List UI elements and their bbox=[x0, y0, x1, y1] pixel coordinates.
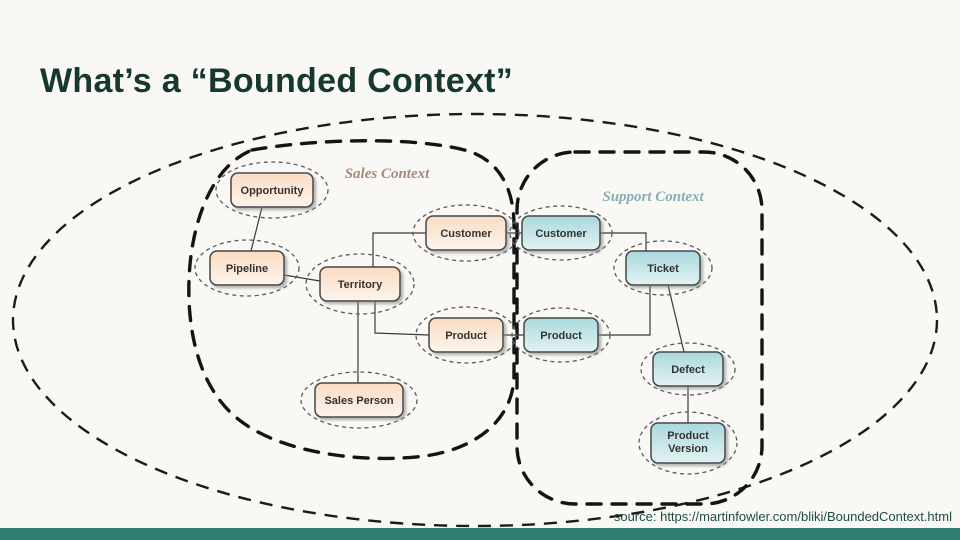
conn-ticket-defect bbox=[667, 284, 685, 353]
entity-halo bbox=[509, 205, 613, 261]
entity-box bbox=[319, 266, 401, 302]
entity-box bbox=[625, 250, 701, 286]
entity-label-line2: Version bbox=[668, 443, 708, 455]
entity-halo bbox=[511, 307, 611, 363]
entity-opportunity: Opportunity bbox=[215, 161, 329, 219]
entity-customer-sales: Customer bbox=[412, 204, 520, 262]
entity-product-sales: Product bbox=[415, 306, 517, 364]
entity-halo bbox=[300, 371, 418, 429]
entity-label: Product bbox=[540, 330, 582, 342]
conn-opportunity-pipeline bbox=[250, 206, 263, 252]
conn-territory-product bbox=[374, 301, 430, 336]
support-context-boundary bbox=[515, 150, 764, 506]
entity-product-support: Product bbox=[511, 307, 611, 363]
entity-halo bbox=[613, 240, 713, 296]
entity-label: Ticket bbox=[647, 263, 679, 275]
slide-title: What’s a “Bounded Context” bbox=[40, 62, 514, 100]
entity-label: Product bbox=[445, 330, 487, 342]
entity-halo bbox=[305, 253, 415, 315]
entity-box bbox=[652, 351, 724, 387]
entity-halo bbox=[194, 239, 300, 297]
support-context-label: Support Context bbox=[602, 189, 704, 205]
entity-label: Defect bbox=[671, 364, 705, 376]
entity-label: Pipeline bbox=[226, 263, 268, 275]
conn-territory-customer bbox=[372, 232, 426, 267]
entity-territory: Territory bbox=[305, 253, 415, 315]
entity-customer-support: Customer bbox=[509, 205, 613, 261]
entity-box bbox=[230, 172, 314, 208]
entity-label: Customer bbox=[535, 228, 587, 240]
entity-label-line1: Product bbox=[667, 430, 709, 442]
entity-halo bbox=[640, 342, 736, 396]
entity-halo bbox=[412, 204, 520, 262]
sales-context-label: Sales Context bbox=[345, 166, 430, 182]
source-link[interactable]: source: https://martinfowler.com/bliki/B… bbox=[613, 509, 952, 524]
entity-pipeline: Pipeline bbox=[194, 239, 300, 297]
accent-bar bbox=[0, 528, 960, 540]
entity-product-version: Product Version bbox=[638, 411, 738, 475]
entity-box bbox=[314, 382, 404, 418]
conn-pipeline-territory bbox=[283, 274, 321, 282]
entity-label: Territory bbox=[338, 279, 383, 291]
entity-box bbox=[209, 250, 285, 286]
entity-box bbox=[650, 422, 726, 464]
entity-box bbox=[523, 317, 599, 353]
entity-label: Opportunity bbox=[241, 185, 305, 197]
entity-box bbox=[428, 317, 504, 353]
entity-label: Sales Person bbox=[324, 395, 393, 407]
entity-halo bbox=[215, 161, 329, 219]
outer-boundary-ellipse bbox=[11, 112, 939, 528]
entity-label: Customer bbox=[440, 228, 492, 240]
conn-product-ticket bbox=[598, 285, 651, 336]
entity-ticket: Ticket bbox=[613, 240, 713, 296]
entity-defect: Defect bbox=[640, 342, 736, 396]
sales-context-boundary bbox=[187, 139, 516, 461]
entity-sales-person: Sales Person bbox=[300, 371, 418, 429]
conn-customer-ticket bbox=[600, 232, 647, 251]
entity-connections bbox=[250, 206, 689, 423]
entity-box bbox=[521, 215, 601, 251]
entity-box bbox=[425, 215, 507, 251]
entity-halo bbox=[638, 411, 738, 475]
entity-halo bbox=[415, 306, 517, 364]
